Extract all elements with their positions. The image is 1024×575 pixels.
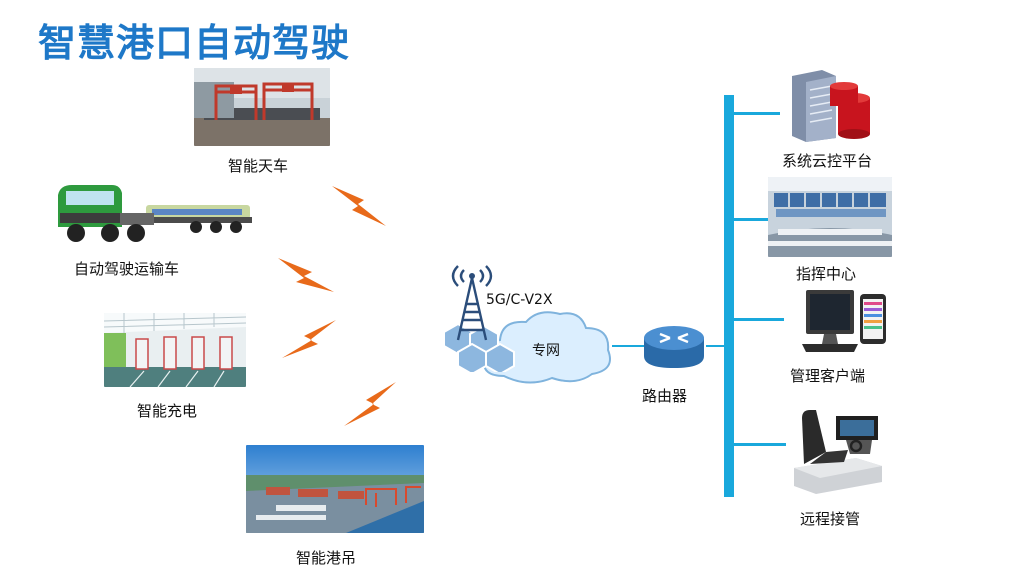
cell-tower-icon	[451, 265, 493, 341]
device-label: 智能天车	[228, 157, 289, 175]
network-bus-line	[724, 95, 734, 497]
computer-phone-icon	[802, 290, 886, 352]
link-line	[706, 345, 726, 347]
bus-tap	[734, 112, 780, 115]
crane-photo	[194, 68, 330, 146]
router-label: 路由器	[642, 387, 688, 405]
wireless-bolt-icon	[282, 320, 336, 358]
wireless-bolt-icon	[332, 186, 386, 226]
driving-simulator-icon	[794, 410, 882, 494]
port-photo	[246, 445, 424, 533]
node-label: 系统云控平台	[782, 152, 873, 170]
bus-tap	[734, 443, 786, 446]
command-center-photo	[768, 177, 892, 257]
bus-tap	[734, 218, 768, 221]
device-label: 智能港吊	[296, 549, 357, 567]
link-line	[612, 345, 644, 347]
device-label: 自动驾驶运输车	[74, 260, 180, 278]
truck-photo	[58, 185, 252, 242]
charging-photo	[104, 313, 246, 387]
node-label: 管理客户端	[790, 367, 866, 385]
server-database-icon	[792, 70, 870, 142]
wireless-bolt-icon	[344, 382, 396, 426]
wireless-bolt-icon	[278, 258, 334, 292]
page-title: 智慧港口自动驾驶	[38, 21, 351, 65]
router-icon	[644, 326, 704, 368]
device-label: 智能充电	[137, 402, 198, 420]
node-label: 指挥中心	[796, 265, 857, 283]
cloud-label: 专网	[532, 343, 560, 359]
node-label: 远程接管	[800, 510, 861, 528]
bus-tap	[734, 318, 784, 321]
tower-label: 5G/C-V2X	[486, 292, 553, 308]
